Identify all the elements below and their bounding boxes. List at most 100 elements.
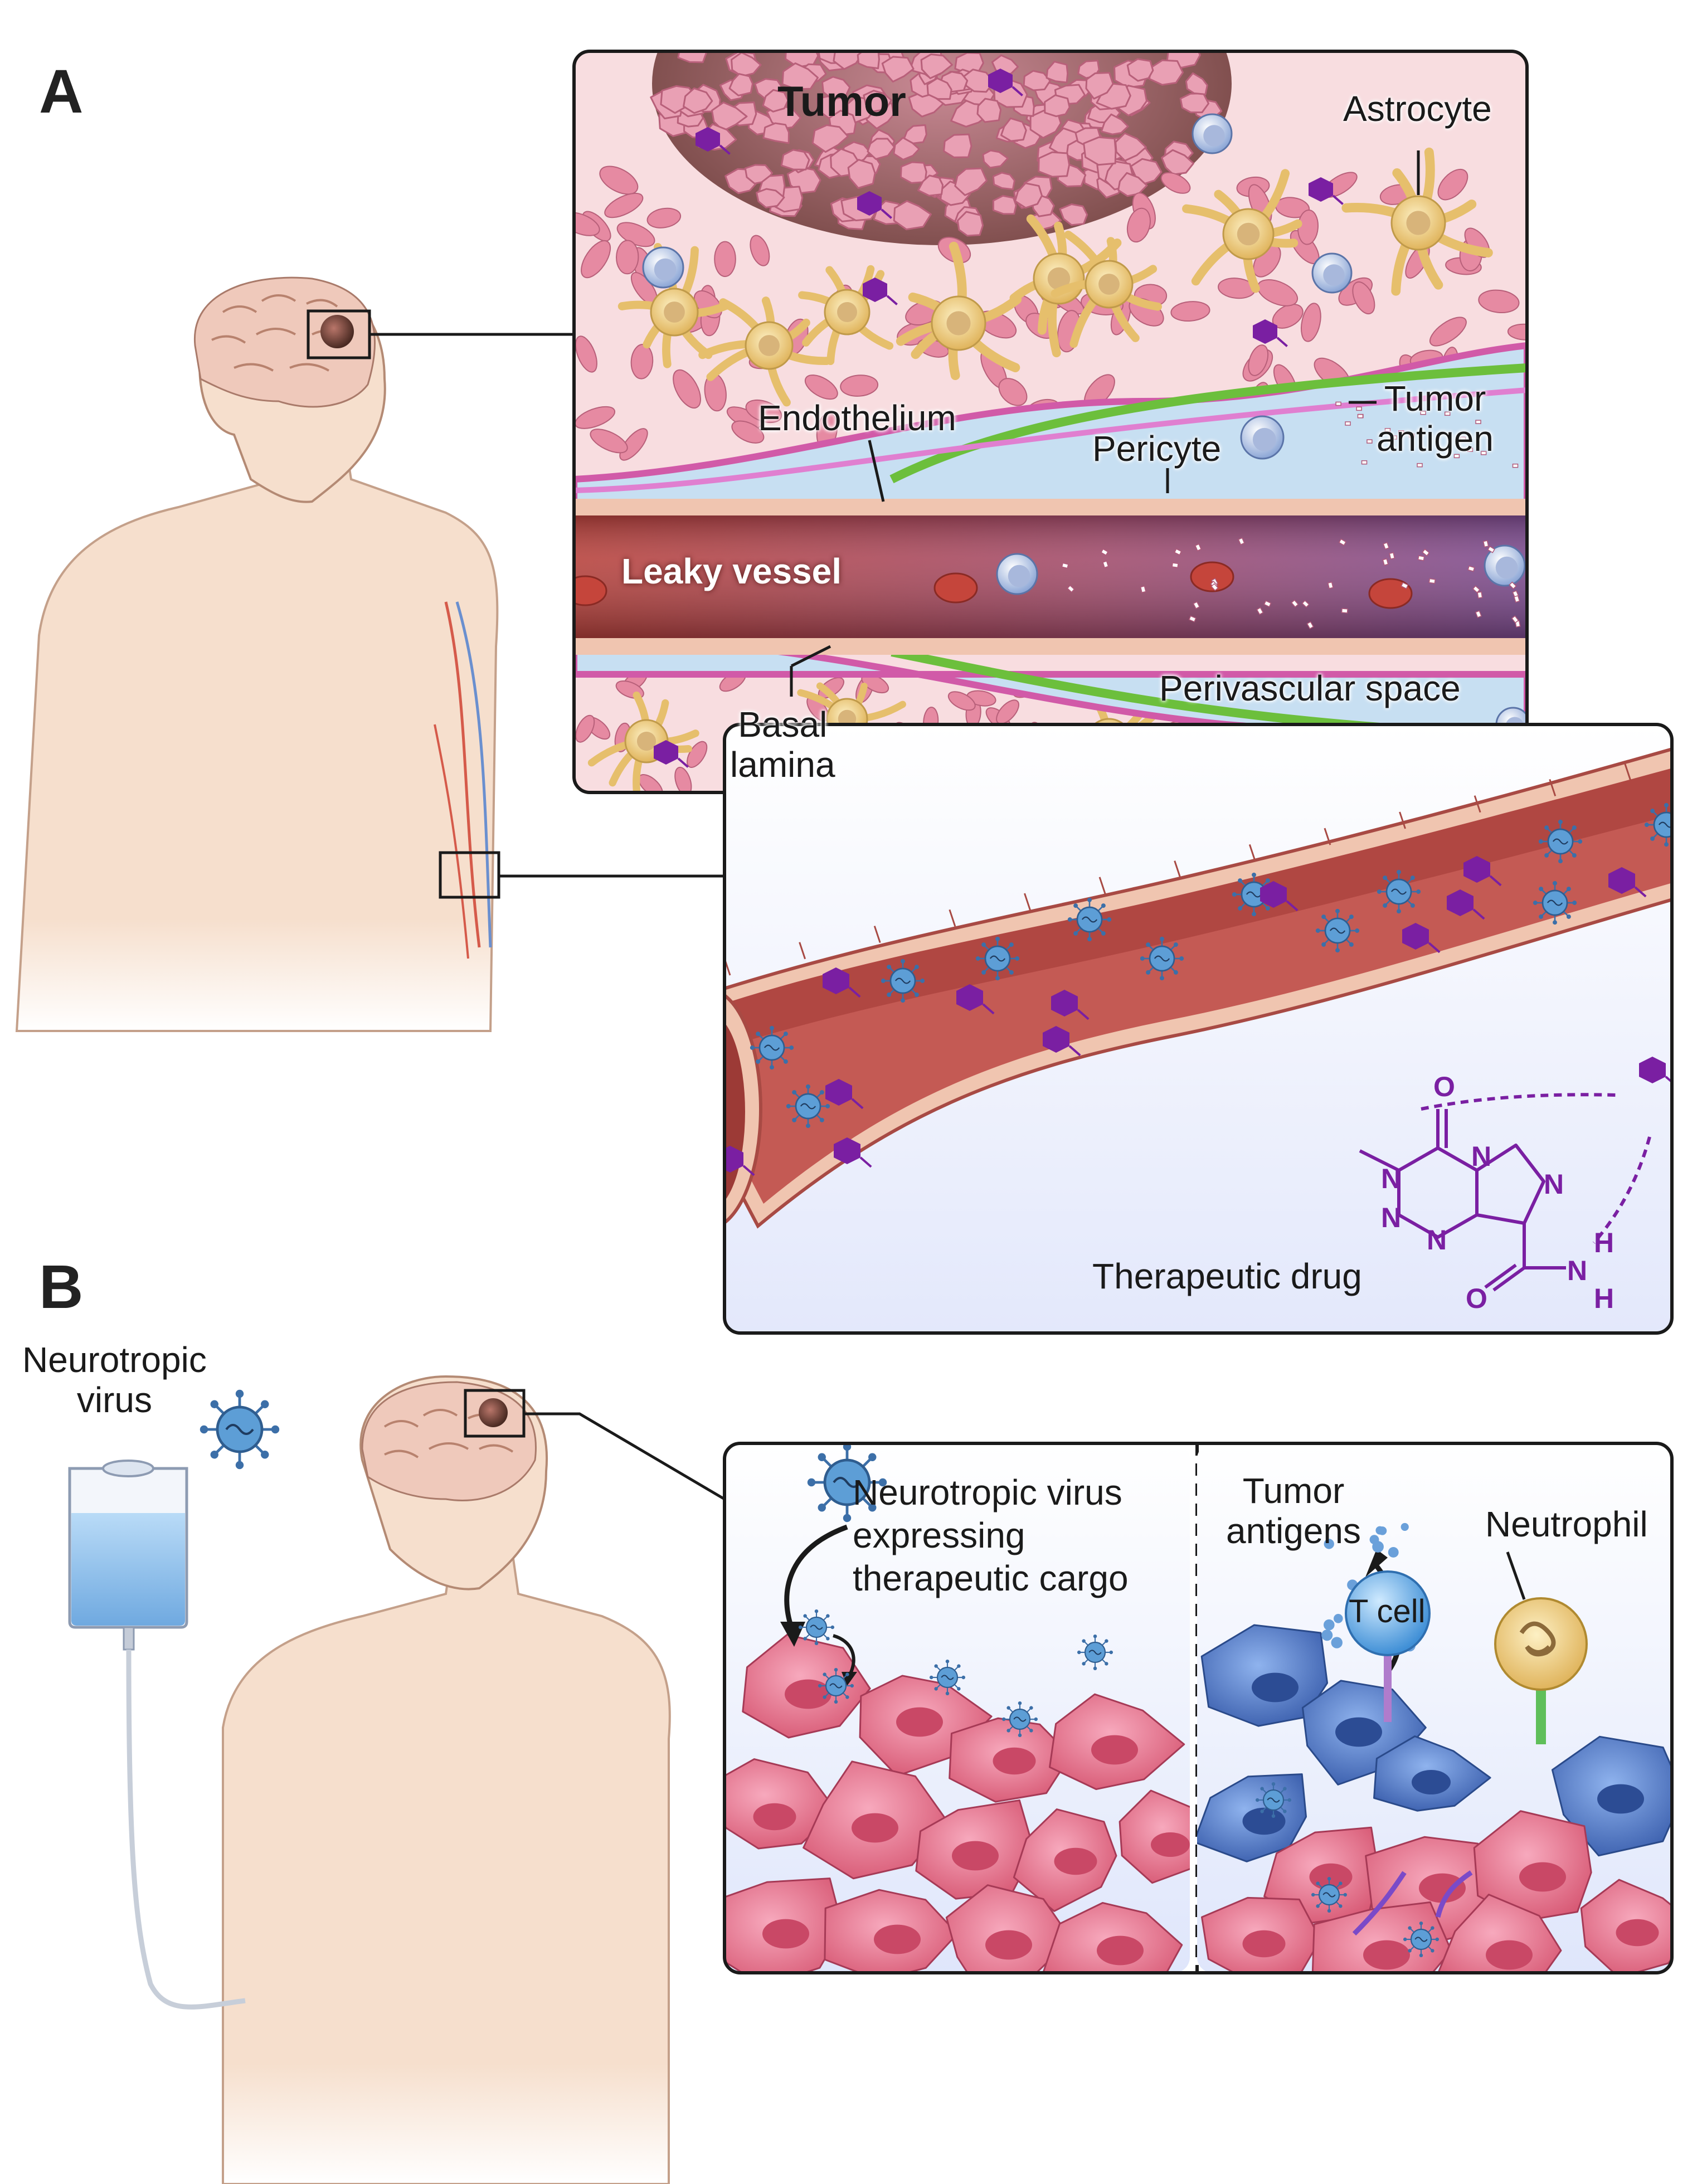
scattered-cell: [998, 378, 1028, 406]
drug-molecule: [823, 967, 861, 998]
label-virus-cargo-line3: therapeutic cargo: [853, 1558, 1129, 1598]
scattered-cell: [1478, 289, 1520, 314]
label-basal-lamina: Basal lamina: [730, 704, 835, 785]
antigen-bit: [1193, 601, 1200, 610]
tumor-cell: [711, 101, 748, 132]
immune-cell: [642, 246, 684, 289]
drug-molecule: [1608, 867, 1647, 898]
tumor-cell: [731, 51, 762, 77]
antigen-bit: [1335, 401, 1341, 406]
antigen-bit: [1210, 583, 1219, 591]
virus-particles-right: [1255, 1782, 1440, 1958]
tumor-cell: [1014, 182, 1043, 209]
tumor-cell: [1023, 70, 1051, 91]
tumor-cell: [1100, 113, 1129, 135]
label-basal-lamina-line2: lamina: [730, 744, 835, 785]
label-tumor-antigen-line1: Tumor: [1384, 378, 1486, 419]
cell-nucleus: [985, 1930, 1032, 1960]
antigen-bit: [1383, 542, 1390, 550]
atom-n-low2: N: [1427, 1224, 1447, 1256]
iv-bag: [68, 1460, 246, 2010]
tumor-cell: [1045, 61, 1069, 84]
drug-molecule: [1463, 856, 1502, 887]
tumor-cell: [1083, 136, 1117, 166]
tumor-cell: [926, 77, 952, 100]
drug-molecule: [834, 1137, 872, 1168]
antigen-bit: [1408, 433, 1415, 438]
tumor-cell: [976, 98, 1002, 123]
scattered-cell: [1437, 168, 1468, 201]
cell-nucleus: [874, 1924, 921, 1954]
tumor-cell: [1044, 94, 1071, 118]
antigen-bit: [1171, 562, 1179, 568]
cell-nucleus: [852, 1813, 898, 1843]
tumor-cell: [1161, 149, 1194, 176]
virus-particle: [750, 1025, 794, 1070]
tumor-cell: [762, 122, 790, 144]
cell-nucleus: [1242, 1930, 1286, 1958]
atom-n-low1: N: [1381, 1202, 1402, 1233]
tumor-cell: [781, 62, 819, 90]
label-perivascular-space: Perivascular space: [1159, 668, 1461, 708]
label-neutrophil: Neutrophil: [1485, 1504, 1648, 1544]
cell-nucleus: [1419, 1873, 1466, 1903]
antigen-bit: [1361, 460, 1368, 465]
antigen-bit: [1513, 595, 1520, 603]
tumor-cell: [1059, 203, 1088, 226]
atom-h1: H: [1594, 1227, 1615, 1258]
antigen-bit: [1301, 600, 1310, 608]
scattered-cell: [750, 235, 770, 266]
label-leaky-vessel: Leaky vessel: [621, 551, 842, 591]
virus-particle: [669, 1137, 713, 1181]
label-pericyte: Pericyte: [1092, 429, 1222, 469]
tumor-cell: [780, 149, 810, 171]
antigen-bit: [1357, 414, 1364, 419]
cell-nucleus: [1335, 1717, 1382, 1747]
inset-frame-b: [723, 1442, 1674, 1974]
virus-particles-left: [798, 1443, 1113, 1738]
drug-molecule: [1447, 889, 1485, 920]
virus-particle: [975, 936, 1020, 981]
scattered-cell: [574, 212, 600, 236]
atom-n-ring2: N: [1544, 1169, 1564, 1200]
virus-particles-vessel: [669, 802, 1672, 1181]
antigen-bit: [1398, 430, 1404, 435]
scattered-cell: [1170, 301, 1210, 322]
antigen-bit: [1338, 538, 1347, 546]
antigen-bit: [1061, 562, 1069, 569]
label-basal-lamina-line1: Basal: [738, 704, 828, 745]
antigen-bit: [1487, 546, 1495, 553]
virus-infection-inset: [724, 1443, 1190, 1973]
cell-nucleus: [1597, 1784, 1644, 1814]
drug-molecule: [654, 740, 689, 768]
scattered-cell: [619, 428, 648, 461]
cell-nucleus: [1097, 1935, 1144, 1966]
panel-letter-b: B: [39, 1253, 84, 1321]
scattered-cell: [590, 429, 628, 454]
label-tumor-antigens-line2: antigens: [1226, 1510, 1361, 1551]
drug-molecule: [863, 278, 898, 305]
tumor-cell: [847, 159, 876, 189]
antigen-dot: [1321, 1630, 1333, 1641]
label-neurotropic-virus-line2: virus: [76, 1379, 152, 1420]
panel-letter-a: A: [39, 57, 84, 126]
label-tumor-antigen: Tumor antigen: [1377, 378, 1494, 459]
virus-particle: [1001, 1701, 1038, 1738]
red-blood-cell: [1190, 561, 1234, 592]
label-virus-cargo: Neurotropic virus expressing therapeutic…: [853, 1471, 1129, 1599]
drug-molecule: [1402, 923, 1441, 954]
scattered-cell: [1301, 303, 1321, 342]
inset-frame-vessel: [723, 723, 1674, 1335]
tumor-cell: [756, 188, 785, 208]
antigen-bit: [1482, 540, 1489, 548]
immune-cell: [1192, 113, 1233, 154]
label-astrocyte: Astrocyte: [1343, 89, 1492, 129]
scattered-cell: [604, 192, 644, 218]
scattered-cell: [840, 374, 879, 397]
virus-particle: [1077, 1634, 1113, 1671]
neutrophil: [1494, 1597, 1588, 1691]
blood-vessel-inset: [669, 724, 1672, 1333]
tumor-cell: [899, 161, 927, 184]
antigen-bit: [1472, 585, 1481, 594]
drug-molecules-tissue: [654, 69, 1344, 768]
